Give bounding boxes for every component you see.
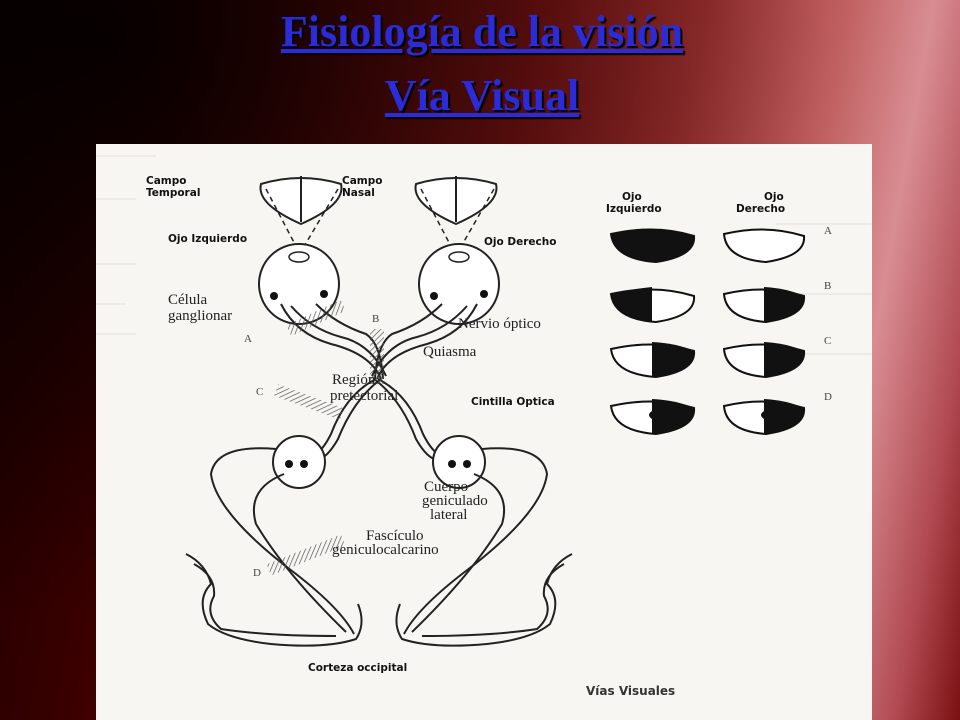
label-point-a: A xyxy=(244,333,252,345)
field-row-c: C xyxy=(609,335,831,379)
slide-title: Fisiología de la visión xyxy=(280,7,684,56)
label-campo-temporal-1: Campo xyxy=(146,175,186,187)
label-point-c: C xyxy=(256,386,263,398)
label-fasciculo-1: Fascículo xyxy=(366,528,424,544)
header-ojo-der-1: Ojo xyxy=(764,191,784,203)
label-cuerpo-2: geniculado xyxy=(422,493,488,509)
row-label-a: A xyxy=(824,225,832,237)
header-ojo-izq-2: Izquierdo xyxy=(606,203,662,215)
left-eye xyxy=(258,243,340,325)
lesion-markers xyxy=(266,299,384,576)
row-label-d: D xyxy=(824,391,832,403)
label-corteza-occipital: Corteza occipital xyxy=(308,662,407,674)
row-label-c: C xyxy=(824,335,831,347)
label-point-b: B xyxy=(372,313,379,325)
label-cuerpo-1: Cuerpo xyxy=(424,479,468,495)
label-fasciculo-2: geniculocalcarino xyxy=(332,542,439,558)
right-eye xyxy=(418,243,500,325)
label-celula-1: Célula xyxy=(168,292,207,308)
label-cintilla-optica: Cintilla Optica xyxy=(471,396,555,408)
label-region-2: pretectorial xyxy=(330,388,398,404)
header-ojo-izq-1: Ojo xyxy=(622,191,642,203)
left-lgn xyxy=(272,435,326,489)
label-campo-nasal-1: Campo xyxy=(342,175,382,187)
field-row-a: A xyxy=(609,225,832,264)
label-region-1: Región xyxy=(332,372,376,388)
label-nervio-optico: Nervio óptico xyxy=(458,316,541,332)
field-row-b: B xyxy=(609,280,831,324)
label-point-d: D xyxy=(253,567,261,579)
left-visual-field xyxy=(259,176,343,226)
right-lgn xyxy=(432,435,486,489)
right-visual-field xyxy=(414,176,498,226)
label-celula-2: ganglionar xyxy=(168,308,232,324)
header-ojo-der-2: Derecho xyxy=(736,203,785,215)
label-campo-nasal-2: Nasal xyxy=(342,187,375,199)
field-defect-chart: Ojo Izquierdo Ojo Derecho A B C xyxy=(606,191,832,436)
slide-subtitle: Vía Visual xyxy=(384,71,580,120)
visual-pathway-figure: Campo Temporal Campo Nasal Ojo Izquierdo… xyxy=(96,144,872,720)
label-cuerpo-3: lateral xyxy=(430,507,467,523)
scan-background-text xyxy=(96,155,872,355)
diagram-labels: Campo Temporal Campo Nasal Ojo Izquierdo… xyxy=(146,175,675,698)
visual-pathway-diagram: Campo Temporal Campo Nasal Ojo Izquierdo… xyxy=(96,155,872,698)
label-quiasma: Quiasma xyxy=(423,344,477,360)
label-ojo-derecho: Ojo Derecho xyxy=(484,236,556,248)
label-campo-temporal-2: Temporal xyxy=(146,187,200,199)
optic-radiations xyxy=(209,447,549,635)
field-row-d: D xyxy=(609,391,832,436)
label-ojo-izquierdo: Ojo Izquierdo xyxy=(168,233,247,245)
occipital-cortex xyxy=(185,553,573,647)
figure-caption: Vías Visuales xyxy=(586,684,675,698)
row-label-b: B xyxy=(824,280,831,292)
